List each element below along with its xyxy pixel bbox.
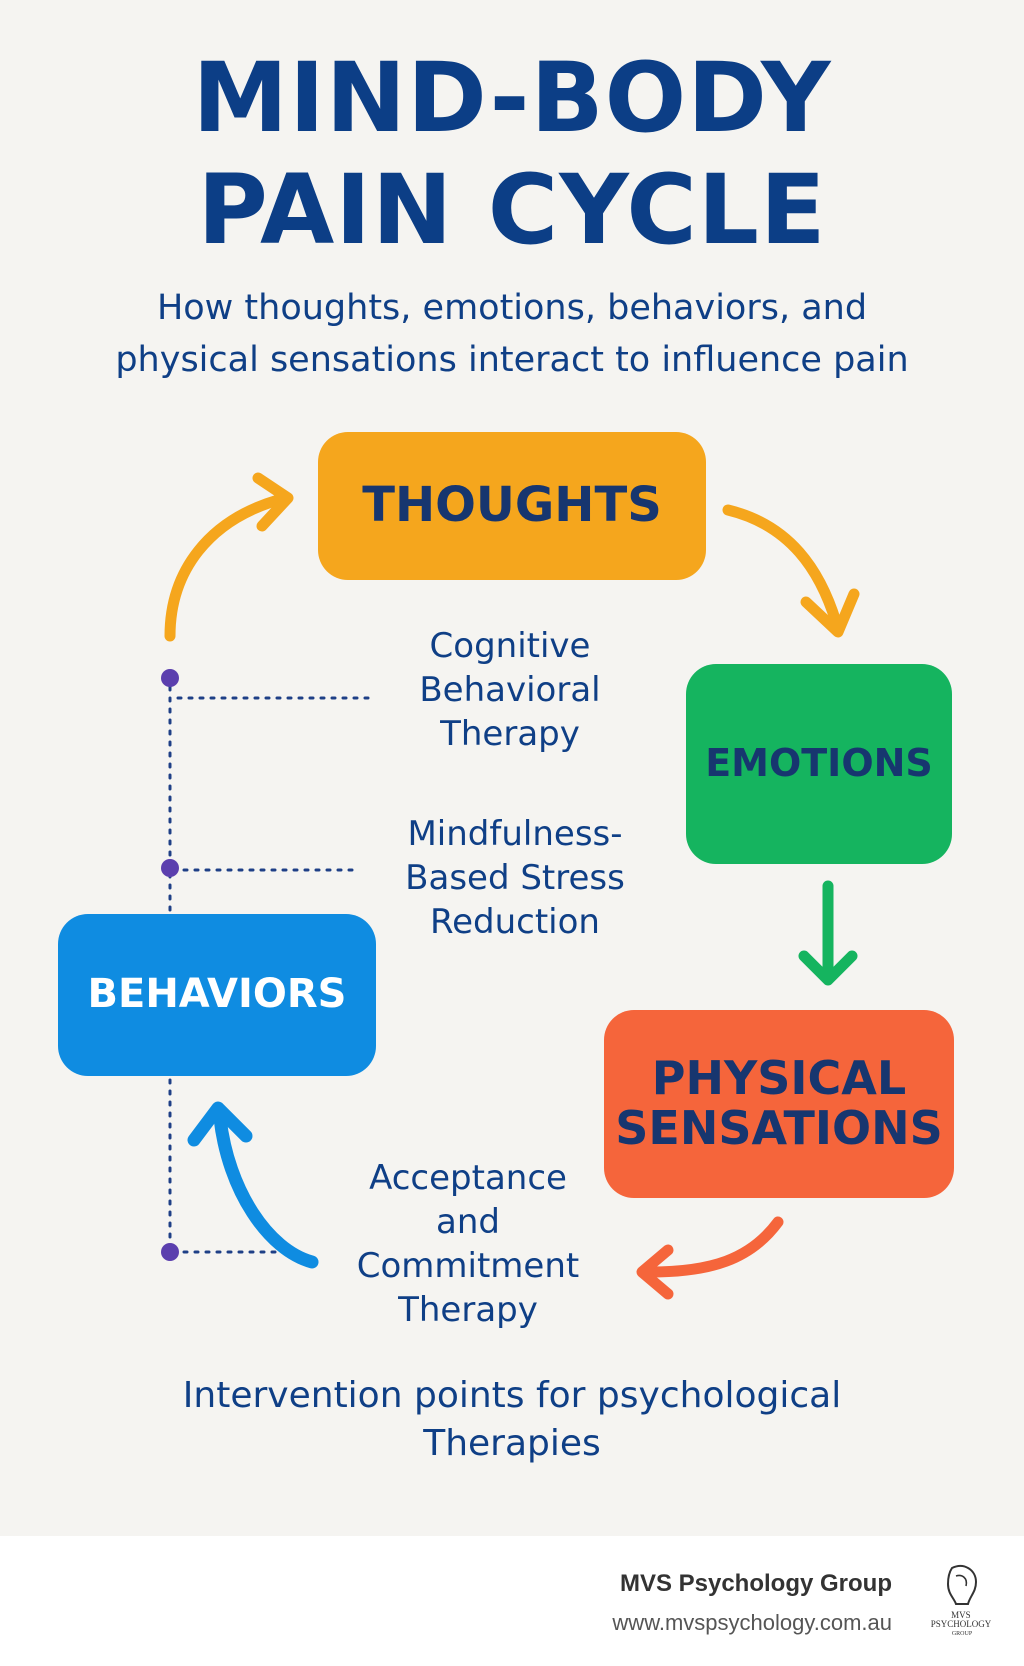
arrow-physical-to-behaviors-lower (644, 1216, 784, 1278)
therapy-label-act: Acceptance and Commitment Therapy (356, 1158, 580, 1330)
node-emotions: EMOTIONS (686, 664, 952, 864)
brand-name: MVS Psychology Group (619, 1570, 892, 1597)
arrow-to-behaviors (213, 1111, 319, 1269)
brand-logo-text: MVS PSYCHOLOGY GROUP (931, 1610, 993, 1637)
brand-url: www.mvspsychology.com.au (612, 1610, 892, 1635)
arrow-behaviors-to-thoughts (164, 494, 284, 642)
subtitle-line-2: physical sensations interact to influenc… (115, 340, 909, 380)
title-line-1: MIND-BODY (192, 42, 832, 154)
title-line-2: PAIN CYCLE (197, 154, 827, 266)
arrow-head-thoughts-to-emotions (800, 588, 860, 638)
node-behaviors: BEHAVIORS (58, 914, 376, 1076)
node-physical-sensations: PHYSICAL SENSATIONS (604, 1010, 954, 1198)
arrow-head-emotions-to-physical (798, 950, 858, 986)
brand-logo-line-1: MVS (951, 1610, 971, 1620)
arrow-head-physical-lower (636, 1244, 674, 1300)
intervention-dot-cbt (161, 669, 179, 687)
brand-logo-line-2: PSYCHOLOGY (931, 1619, 992, 1629)
therapy-label-mbsr: Mindfulness- Based Stress Reduction (405, 814, 625, 942)
arrow-head-behaviors-to-thoughts (252, 472, 294, 532)
node-thoughts: THOUGHTS (318, 432, 706, 580)
brand-logo-line-3: GROUP (952, 1631, 973, 1637)
arrow-thoughts-to-emotions (722, 504, 842, 628)
subtitle-line-1: How thoughts, emotions, behaviors, and (156, 288, 868, 328)
page-title: MIND-BODY PAIN CYCLE (0, 42, 1024, 266)
intervention-dot-act (161, 1243, 179, 1261)
therapy-label-cbt: Cognitive Behavioral Therapy (419, 626, 601, 754)
intervention-dot-mbsr (161, 859, 179, 877)
intervention-caption: Intervention points for psychological Th… (182, 1375, 842, 1464)
arrow-head-to-behaviors (187, 1101, 253, 1147)
page-subtitle: How thoughts, emotions, behaviors, and p… (40, 282, 984, 386)
brand-footer (0, 1536, 1024, 1666)
brand-logo-icon: MVS PSYCHOLOGY GROUP (931, 1564, 993, 1637)
